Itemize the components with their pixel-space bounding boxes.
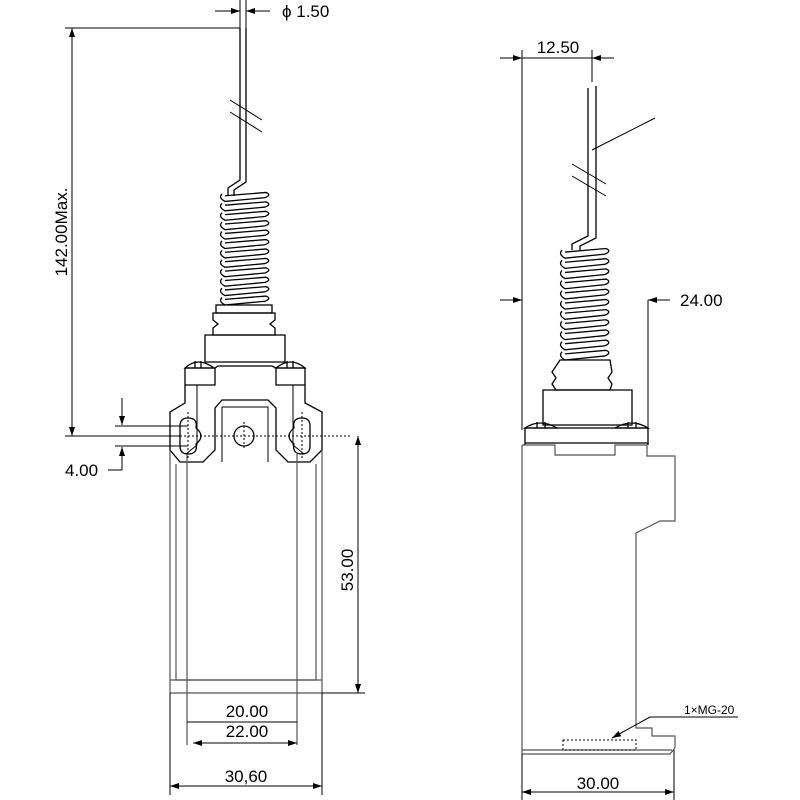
spring-coil [559, 247, 610, 361]
dim-spring-width: 24.00 [680, 291, 723, 310]
callout-cable-gland: 1×MG-20 [684, 703, 735, 717]
dim-rod-offset: 12.50 [537, 38, 580, 57]
side-spring [559, 247, 610, 361]
side-dimensions: 12.50 24.00 30.00 1×MG-20 [500, 38, 738, 800]
front-head [169, 365, 350, 463]
side-collar [542, 359, 633, 426]
side-actuator-rod [571, 86, 656, 250]
front-view: ϕ 1.50 142.00Max. 4.00 53.00 20.00 22.00… [52, 0, 365, 795]
side-body [521, 444, 676, 755]
front-actuator-rod [227, 28, 263, 196]
front-body [169, 450, 323, 745]
dim-rod-diameter: ϕ 1.50 [282, 2, 329, 21]
spring-coil [219, 191, 270, 306]
dim-hole-spacing-inner: 20.00 [226, 702, 269, 721]
cable-entry-outline [562, 739, 637, 751]
dim-body-width: 30,60 [225, 767, 268, 786]
side-screw-left [522, 422, 560, 429]
front-spring [219, 191, 270, 306]
dim-body-height: 53.00 [338, 549, 357, 592]
front-collar [204, 304, 286, 363]
dim-max-height: 142.00Max. [52, 188, 71, 277]
dim-body-depth: 30.00 [577, 774, 620, 793]
dim-slot: 4.00 [65, 461, 98, 480]
side-head [524, 427, 649, 445]
side-view: 12.50 24.00 30.00 1×MG-20 [500, 38, 738, 800]
dim-hole-spacing-outer: 22.00 [226, 722, 269, 741]
front-dimensions: ϕ 1.50 142.00Max. 4.00 53.00 20.00 22.00… [52, 0, 365, 795]
